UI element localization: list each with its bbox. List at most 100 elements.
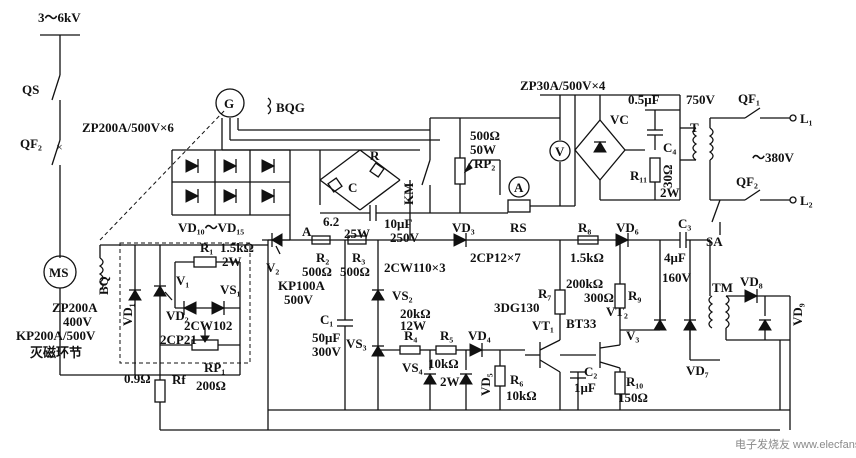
v3-label: V₃ bbox=[626, 328, 639, 343]
exciter-bridge-label: ZP30A/500V×4 bbox=[520, 78, 606, 93]
vs1-label: VS₁ bbox=[220, 282, 241, 297]
c4-label: C₄ bbox=[663, 140, 676, 155]
r7-value: 200kΩ bbox=[566, 276, 603, 291]
r3-value: 500Ω bbox=[340, 264, 370, 279]
v1-label: V₁ bbox=[176, 273, 189, 288]
rp1-value: 200Ω bbox=[196, 378, 226, 393]
exciter-rectifier-bridge bbox=[574, 95, 680, 201]
motor-volt-label: 400V bbox=[63, 314, 93, 329]
snubber-network bbox=[319, 149, 411, 240]
c1-label: C₁ bbox=[320, 312, 333, 327]
transistor-type-label: 3DG130 bbox=[494, 300, 540, 315]
supply-voltage-label: 3～6kV bbox=[38, 10, 81, 25]
vt2-label: VT₂ bbox=[606, 304, 628, 319]
rf-value: 0.9Ω bbox=[124, 371, 151, 386]
vd-range-label: VD₁₀～VD₁₅ bbox=[178, 220, 244, 235]
demag-section-box bbox=[119, 242, 251, 364]
r1-label: R₁ bbox=[200, 240, 213, 255]
v2-label: V₂ bbox=[266, 260, 279, 275]
l2-label: L₂ bbox=[800, 193, 813, 208]
v380-label: ～380V bbox=[752, 150, 795, 165]
l1-label: L₁ bbox=[800, 111, 813, 126]
bqg-label: BQG bbox=[276, 100, 305, 115]
generator-wiring bbox=[99, 109, 440, 241]
watermark: 电子发烧友 www.elecfans.com bbox=[735, 437, 856, 451]
qs-label: QS bbox=[22, 82, 39, 97]
r2-label: R₂ bbox=[316, 250, 329, 265]
r11-watt-label: 2W bbox=[660, 185, 680, 200]
tm-label: TM bbox=[712, 280, 733, 295]
r6-label: R₆ bbox=[510, 372, 523, 387]
qf2-cross-icon: × bbox=[56, 140, 63, 154]
rp2-ohm-label: 500Ω bbox=[470, 128, 500, 143]
c1-volt: 300V bbox=[312, 344, 342, 359]
vt1-label: VT₁ bbox=[532, 318, 554, 333]
c2-value: 1μF bbox=[574, 380, 596, 395]
r2-value: 500Ω bbox=[302, 264, 332, 279]
demag-zener-label: 2CW102 bbox=[184, 318, 232, 333]
r10-label: R₁₀ bbox=[626, 374, 643, 389]
vd8-label: VD₈ bbox=[740, 274, 763, 289]
c1-value: 50μF bbox=[312, 330, 340, 345]
c1-and-zeners bbox=[337, 240, 385, 410]
r8-label: R₈ bbox=[578, 220, 591, 235]
voltmeter-icon bbox=[549, 140, 571, 162]
bridge-diodes-vd10-vd15 bbox=[185, 159, 276, 203]
qf2-right-label: QF₂ bbox=[736, 174, 758, 189]
pulse-transformer bbox=[683, 239, 791, 430]
vc-label: VC bbox=[610, 112, 629, 127]
generator-g-icon bbox=[215, 88, 245, 118]
vd9-label: VD₉ bbox=[790, 303, 805, 326]
r8-value: 1.5kΩ bbox=[570, 250, 604, 265]
r4-label: R₄ bbox=[404, 328, 417, 343]
trigger-circuit bbox=[525, 240, 667, 410]
rp2-watt-label: 50W bbox=[470, 142, 496, 157]
r11-value-label: 30Ω bbox=[660, 165, 675, 188]
vd5-label: VD₅ bbox=[478, 373, 493, 396]
r3-icon bbox=[347, 235, 367, 245]
c2-label: C₂ bbox=[584, 364, 597, 379]
output-section bbox=[645, 95, 797, 235]
c3-value: 4μF bbox=[664, 250, 686, 265]
r3-label: R₃ bbox=[352, 250, 365, 265]
snubber-res-watt: 25W bbox=[344, 226, 370, 241]
snubber-cap-tag: 6.2 bbox=[323, 214, 339, 229]
vd6-label: VD₆ bbox=[616, 220, 639, 235]
snubber-cap-value: 10μF bbox=[384, 216, 412, 231]
generator-label: G bbox=[224, 96, 234, 111]
r4-watt: 12W bbox=[400, 318, 426, 333]
qf2-left-label: QF₂ bbox=[20, 136, 42, 151]
rp2-label: RP₂ bbox=[474, 156, 495, 171]
top-bus-components bbox=[453, 232, 687, 248]
thyristor-model-label: KP200A/500V bbox=[16, 328, 96, 343]
vs2-label: VS₂ bbox=[392, 288, 413, 303]
demag-wiring bbox=[59, 244, 268, 431]
c-small-label: 0.5μF bbox=[628, 92, 660, 107]
demag-section-label: 灭磁环节 bbox=[29, 345, 82, 360]
vs4-watt: 2W bbox=[440, 374, 460, 389]
vd2-label: VD₂ bbox=[166, 308, 189, 323]
rp1-label: RP₁ bbox=[204, 360, 225, 375]
vs3-label: VS₃ bbox=[346, 336, 367, 351]
vs4-label: VS₄ bbox=[402, 360, 423, 375]
bq-winding-icon bbox=[98, 257, 104, 291]
v2-thyristor bbox=[271, 233, 283, 255]
motor-ms-label: MS bbox=[49, 265, 69, 280]
vd3-label: VD₃ bbox=[452, 220, 475, 235]
bq-label: BQ bbox=[96, 276, 111, 295]
r2-icon bbox=[311, 235, 331, 245]
r1-value: 1.5kΩ bbox=[220, 240, 254, 255]
rf-label: Rf bbox=[172, 372, 186, 387]
r9-value: 300Ω bbox=[584, 290, 614, 305]
transformer-t-label: T bbox=[690, 120, 699, 135]
diode-type-label: 2CP12×7 bbox=[470, 250, 521, 265]
supply-branch bbox=[40, 34, 80, 258]
km-label: KM bbox=[401, 183, 416, 205]
vd1-label: VD₁ bbox=[120, 303, 135, 326]
demag-diode-label: 2CP21 bbox=[160, 332, 197, 347]
rs-label: RS bbox=[510, 220, 527, 235]
r5-value: 10kΩ bbox=[428, 356, 459, 371]
vd7-label: VD₇ bbox=[686, 363, 709, 378]
r6-value: 10kΩ bbox=[506, 388, 537, 403]
